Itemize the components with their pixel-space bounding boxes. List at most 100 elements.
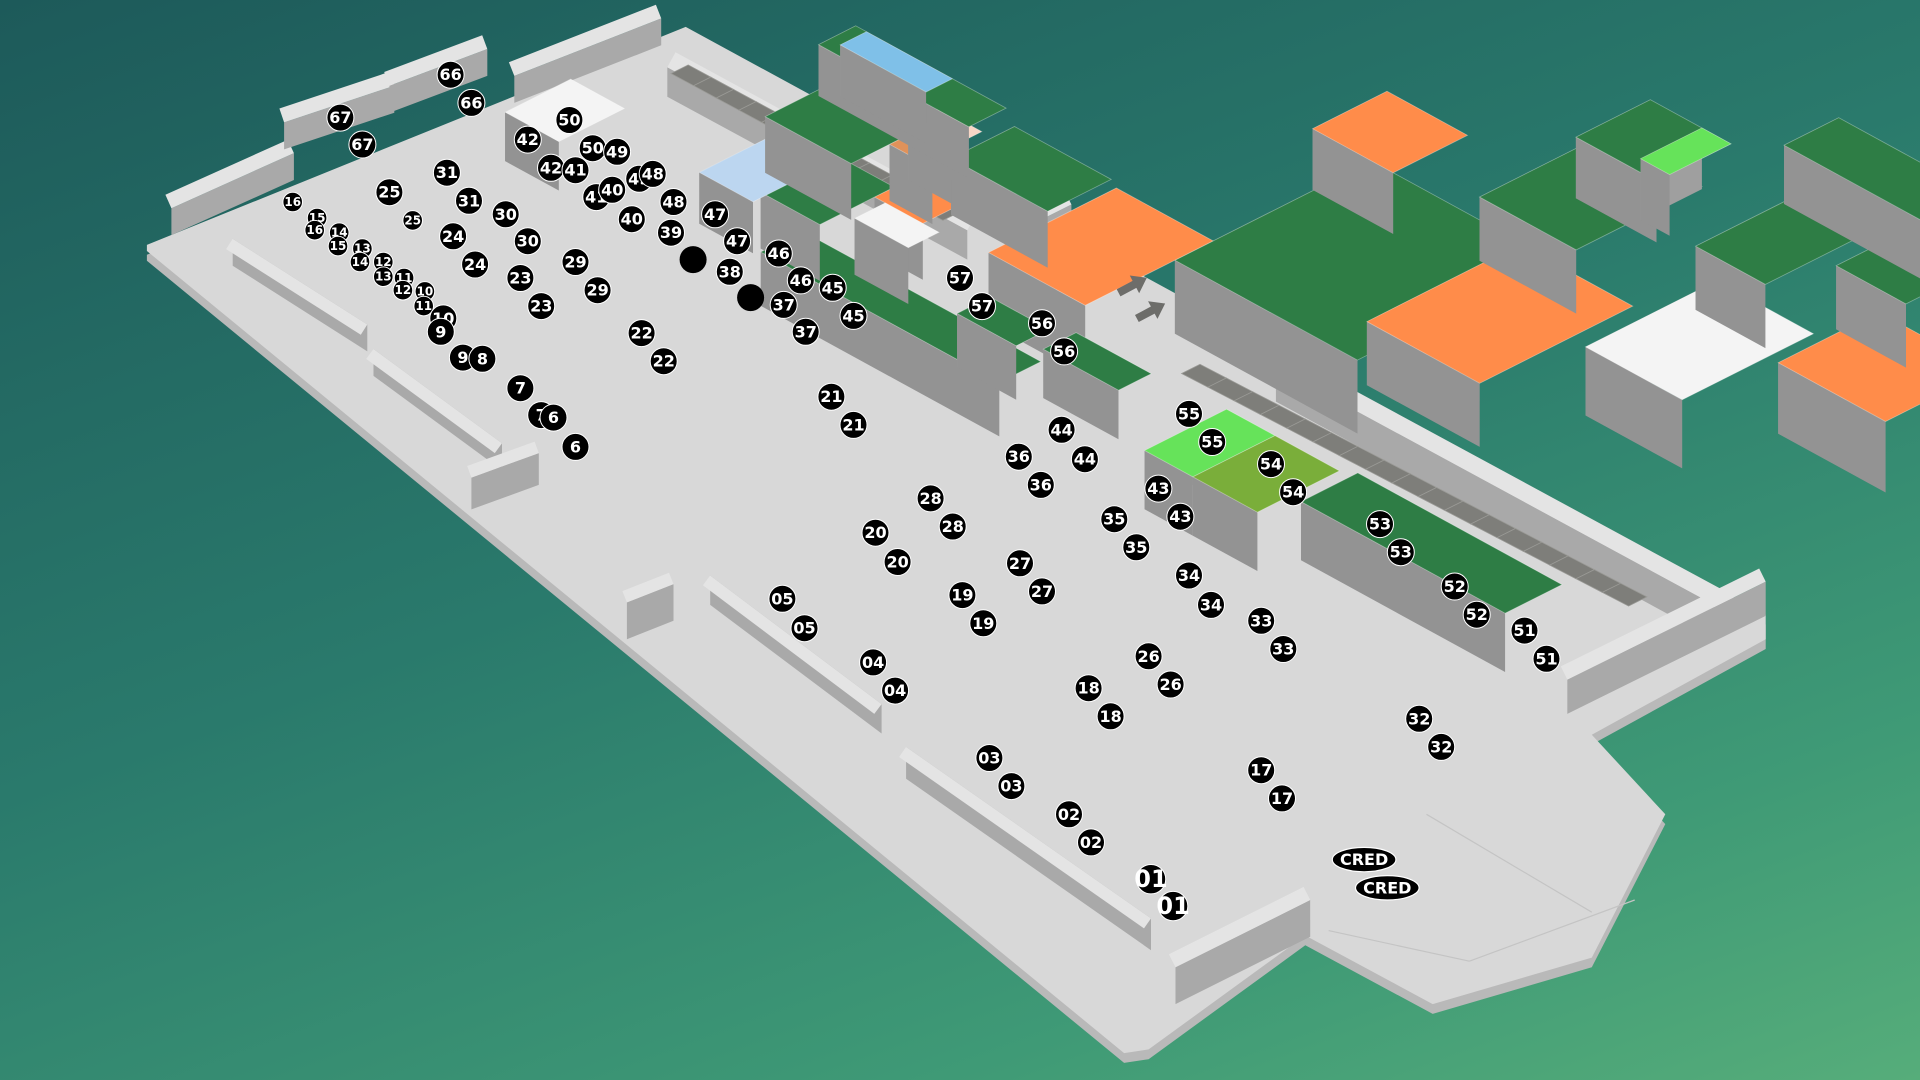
stall-marker[interactable]: 42 [513,125,542,154]
stall-marker[interactable]: 23 [527,292,556,321]
stall-marker[interactable]: 16 [282,191,304,213]
stall-marker[interactable]: 20 [883,548,912,576]
stall-marker[interactable]: 49 [603,137,632,166]
stall-marker[interactable]: 32 [1427,732,1456,761]
stall-marker[interactable]: 7 [506,374,535,403]
stall-marker[interactable]: 37 [791,317,820,346]
stall-marker[interactable]: 46 [786,266,815,295]
stall-marker[interactable]: 50 [555,106,584,134]
stall-marker[interactable]: 6 [561,432,590,461]
marker-dot[interactable] [737,284,765,312]
stall-marker[interactable]: 23 [506,264,535,292]
stall-marker[interactable]: 9 [426,317,455,346]
stall-marker[interactable]: 39 [657,218,685,247]
stall-marker[interactable]: 67 [326,103,355,132]
stall-marker[interactable]: 05 [768,584,797,613]
stall-marker[interactable]: 30 [491,200,520,229]
block-23[interactable] [853,202,940,304]
stall-marker[interactable]: 26 [1156,670,1185,699]
block-north-blue[interactable] [839,31,954,144]
stall-marker[interactable]: 05 [790,614,819,643]
stall-marker[interactable]: 6 [539,403,568,432]
stall-marker[interactable]: 03 [997,772,1026,801]
stall-marker[interactable]: 56 [1050,337,1079,366]
stall-marker[interactable]: 12 [392,279,414,301]
stall-marker[interactable]: 29 [583,276,612,305]
stall-marker[interactable]: 34 [1175,561,1203,590]
stall-marker[interactable]: 54 [1257,450,1285,479]
stall-marker[interactable]: 29 [561,248,590,276]
stall-marker[interactable]: 31 [455,186,483,215]
stall-marker[interactable]: 43 [1144,474,1173,503]
stall-marker[interactable]: 55 [1198,428,1227,456]
stall-marker[interactable]: 8 [468,344,497,373]
stall-marker[interactable]: 19 [969,609,998,638]
stall-marker[interactable]: 22 [627,319,656,348]
stall-marker[interactable]: 37 [769,290,798,319]
stall-marker[interactable]: 04 [881,676,910,705]
stall-marker[interactable]: 33 [1269,635,1298,663]
stall-marker[interactable]: 02 [1055,800,1083,829]
stall-marker[interactable]: 47 [723,227,752,256]
stall-marker[interactable]: 01 [1156,890,1190,922]
stall-marker[interactable]: 01 [1134,864,1168,895]
stall-marker[interactable]: 11 [413,295,435,317]
stall-marker[interactable]: 13 [373,266,394,288]
stall-marker[interactable]: 25 [402,210,424,231]
stall-marker[interactable]: 44 [1047,415,1076,444]
stall-marker[interactable]: 56 [1028,309,1056,338]
stall-marker[interactable]: 15 [327,235,349,257]
stall-marker[interactable]: 35 [1100,505,1129,534]
stall-marker[interactable]: CRED [1331,846,1397,873]
stall-marker[interactable]: 50 [578,134,607,163]
stall-marker[interactable]: 53 [1366,510,1394,539]
stall-marker[interactable]: 36 [1026,470,1055,499]
stall-marker[interactable]: 55 [1175,399,1203,428]
stall-marker[interactable]: 45 [818,273,847,302]
stall-marker[interactable]: 18 [1096,702,1125,731]
stall-marker[interactable]: 16 [304,219,326,241]
stall-marker[interactable]: 19 [948,581,977,610]
stall-marker[interactable]: 51 [1510,616,1539,645]
stall-marker[interactable]: 48 [659,188,688,216]
stall-marker[interactable]: 40 [598,175,627,204]
stall-marker[interactable]: 21 [839,410,868,439]
stall-marker[interactable]: 66 [457,88,486,117]
stall-marker[interactable]: 20 [861,518,890,547]
stall-marker[interactable]: 34 [1197,590,1225,619]
stall-marker[interactable]: 35 [1122,533,1151,562]
stall-marker[interactable]: 27 [1006,549,1034,578]
stall-marker[interactable]: 13 [352,238,373,259]
stall-marker[interactable]: 41 [561,156,590,185]
stall-marker[interactable]: 26 [1134,642,1163,671]
stall-marker[interactable]: 43 [1166,502,1195,531]
stall-marker[interactable]: 14 [349,251,371,273]
stall-marker[interactable]: 31 [432,158,461,187]
block-57-56[interactable] [1311,90,1469,234]
stall-marker[interactable]: 66 [436,60,465,89]
stall-marker[interactable]: 48 [638,159,667,188]
stall-marker[interactable]: 47 [701,200,730,229]
stall-marker[interactable]: 30 [513,227,542,256]
stall-marker[interactable]: 22 [649,347,678,376]
stall-marker[interactable]: 25 [375,178,404,207]
block-38-46[interactable] [950,126,1113,268]
stall-marker[interactable]: 18 [1074,674,1103,703]
stall-marker[interactable]: 51 [1532,644,1561,673]
stall-marker[interactable]: 24 [439,222,468,251]
stall-marker[interactable]: 52 [1462,600,1491,629]
block-53-52-51[interactable] [1783,117,1920,293]
stall-marker[interactable]: 44 [1070,445,1099,474]
stall-marker[interactable]: CRED [1354,874,1420,901]
block-54[interactable] [1639,127,1732,236]
block-01-02-03[interactable] [1300,472,1563,672]
stall-marker[interactable]: 04 [859,648,888,677]
stall-marker[interactable]: 28 [916,484,945,513]
stall-marker[interactable]: 27 [1028,577,1056,606]
stall-marker[interactable]: 02 [1077,828,1105,857]
stall-marker[interactable]: 33 [1247,606,1276,635]
stall-marker[interactable]: 21 [817,382,846,411]
marker-dot[interactable] [679,246,707,274]
